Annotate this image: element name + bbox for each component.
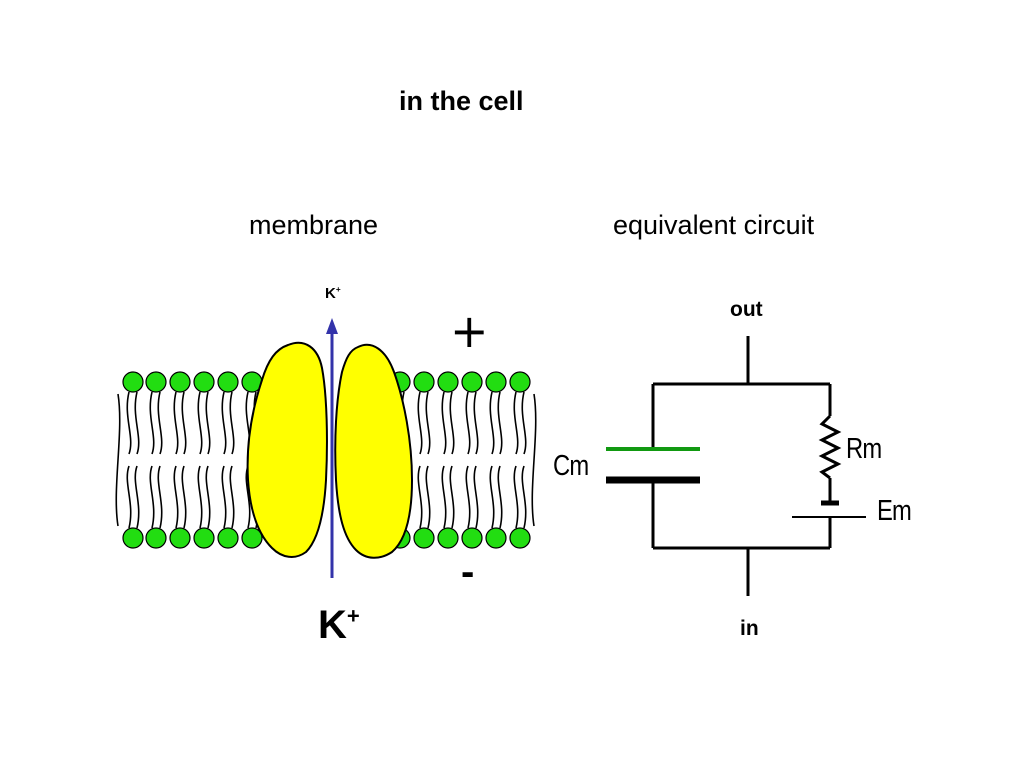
lipid-head — [485, 371, 507, 393]
lipid-head — [485, 527, 507, 549]
lipid-head — [217, 371, 239, 393]
lipid-head — [241, 527, 263, 549]
capacitor-label: Cm — [553, 450, 589, 482]
in-terminal-label: in — [740, 617, 759, 640]
ion-label-top: K+ — [325, 285, 341, 302]
lipid-tail — [417, 391, 423, 529]
membrane-heading: membrane — [249, 210, 379, 240]
lipid-heads — [122, 371, 531, 549]
lipid-head — [169, 371, 191, 393]
lipid-tail — [157, 391, 163, 529]
lipid-tail — [521, 391, 527, 529]
lipid-tail — [205, 391, 211, 529]
lipid-tail — [489, 391, 495, 529]
lipid-head — [145, 371, 167, 393]
lipid-head — [509, 527, 531, 549]
inside-negative-sign: - — [461, 550, 475, 594]
lipid-tail — [449, 391, 455, 529]
membrane-edge — [115, 393, 121, 527]
lipid-head — [217, 527, 239, 549]
lipid-tail — [473, 391, 479, 529]
lipid-head — [413, 527, 435, 549]
ion-label-bottom: K+ — [318, 603, 360, 647]
lipid-tail — [465, 391, 471, 529]
lipid-head — [437, 371, 459, 393]
lipid-tail — [497, 391, 503, 529]
lipid-head — [169, 527, 191, 549]
circuit-heading: equivalent circuit — [613, 210, 815, 240]
lipid-head — [509, 371, 531, 393]
lipid-head — [413, 371, 435, 393]
lipid-head — [461, 527, 483, 549]
lipid-tail — [441, 391, 447, 529]
lipid-head — [193, 527, 215, 549]
lipid-head — [461, 371, 483, 393]
lipid-tail — [149, 391, 155, 529]
membrane-edge — [531, 393, 537, 527]
lipid-head — [145, 527, 167, 549]
lipid-head — [437, 527, 459, 549]
lipid-head — [122, 371, 144, 393]
resistor — [818, 414, 842, 480]
out-terminal-label: out — [730, 298, 763, 321]
battery-label: Em — [877, 495, 912, 527]
resistor-label: Rm — [846, 433, 882, 465]
lipid-tail — [229, 391, 235, 529]
lipid-tail — [221, 391, 227, 529]
lipid-tail — [173, 391, 179, 529]
lipid-tail — [134, 391, 140, 529]
lipid-tail — [513, 391, 519, 529]
channel-protein-right — [334, 343, 414, 559]
lipid-tail — [126, 391, 132, 529]
lipid-tail — [181, 391, 187, 529]
page-title: in the cell — [399, 86, 524, 116]
outside-positive-sign: + — [450, 304, 489, 358]
lipid-tail — [197, 391, 203, 529]
channel-protein-left — [246, 341, 328, 558]
ion-flow-arrowhead — [326, 318, 338, 334]
lipid-head — [122, 527, 144, 549]
lipid-tail — [425, 391, 431, 529]
lipid-head — [193, 371, 215, 393]
